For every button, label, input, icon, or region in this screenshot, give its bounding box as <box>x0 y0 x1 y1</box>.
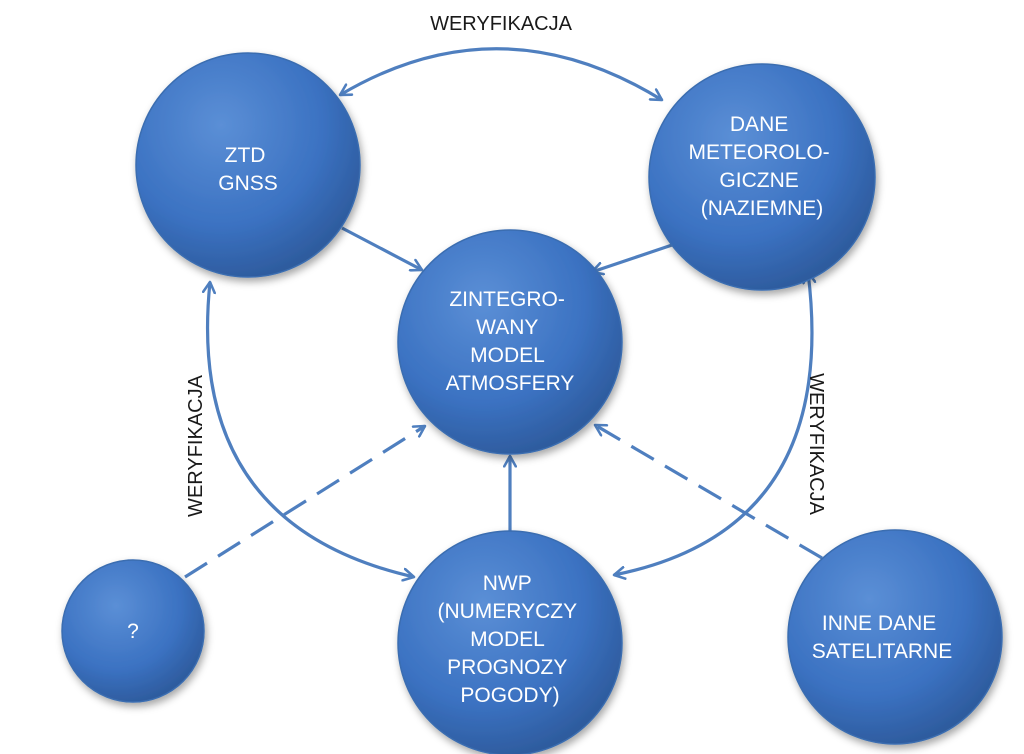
verification-label-right: WERYFIKACJA <box>805 373 827 516</box>
node-inne-dane-satelitarne: INNE DANE SATELITARNE <box>787 529 1003 745</box>
node-nwp: NWP (NUMERYCZY MODEL PROGNOZY POGODY) <box>397 530 623 754</box>
verification-label-top: WERYFIKACJA <box>430 13 573 35</box>
edge-inne-to-model <box>595 423 823 560</box>
edge-dane-nwp-verification <box>614 272 812 575</box>
node-dane-meteorologiczne-label: DANE METEOROLO- GICZNE (NAZIEMNE) <box>688 113 835 220</box>
connectors <box>184 47 823 579</box>
edge-ztd-dane-verification <box>340 47 662 102</box>
verification-label-left: WERYFIKACJA <box>185 374 207 517</box>
node-ztd-gnss: ZTD GNSS <box>135 52 361 278</box>
node-inne-dane-satelitarne-label: INNE DANE SATELITARNE <box>812 612 952 663</box>
edge-ztd-nwp-verification <box>208 282 414 577</box>
node-zintegrowany-model-label: ZINTEGRO- WANY MODEL ATMOSFERY <box>446 288 575 395</box>
node-unknown: ? <box>61 559 205 703</box>
node-dane-meteorologiczne: DANE METEOROLO- GICZNE (NAZIEMNE) <box>648 63 876 291</box>
edge-dane-to-model <box>592 241 679 272</box>
node-unknown-label: ? <box>127 620 139 643</box>
edge-unknown-to-model <box>184 424 425 579</box>
node-zintegrowany-model: ZINTEGRO- WANY MODEL ATMOSFERY <box>397 229 623 455</box>
node-nwp-label: NWP (NUMERYCZY MODEL PROGNOZY POGODY) <box>437 572 582 707</box>
edge-ztd-to-model <box>341 226 422 270</box>
node-ztd-gnss-label: ZTD GNSS <box>218 144 278 195</box>
